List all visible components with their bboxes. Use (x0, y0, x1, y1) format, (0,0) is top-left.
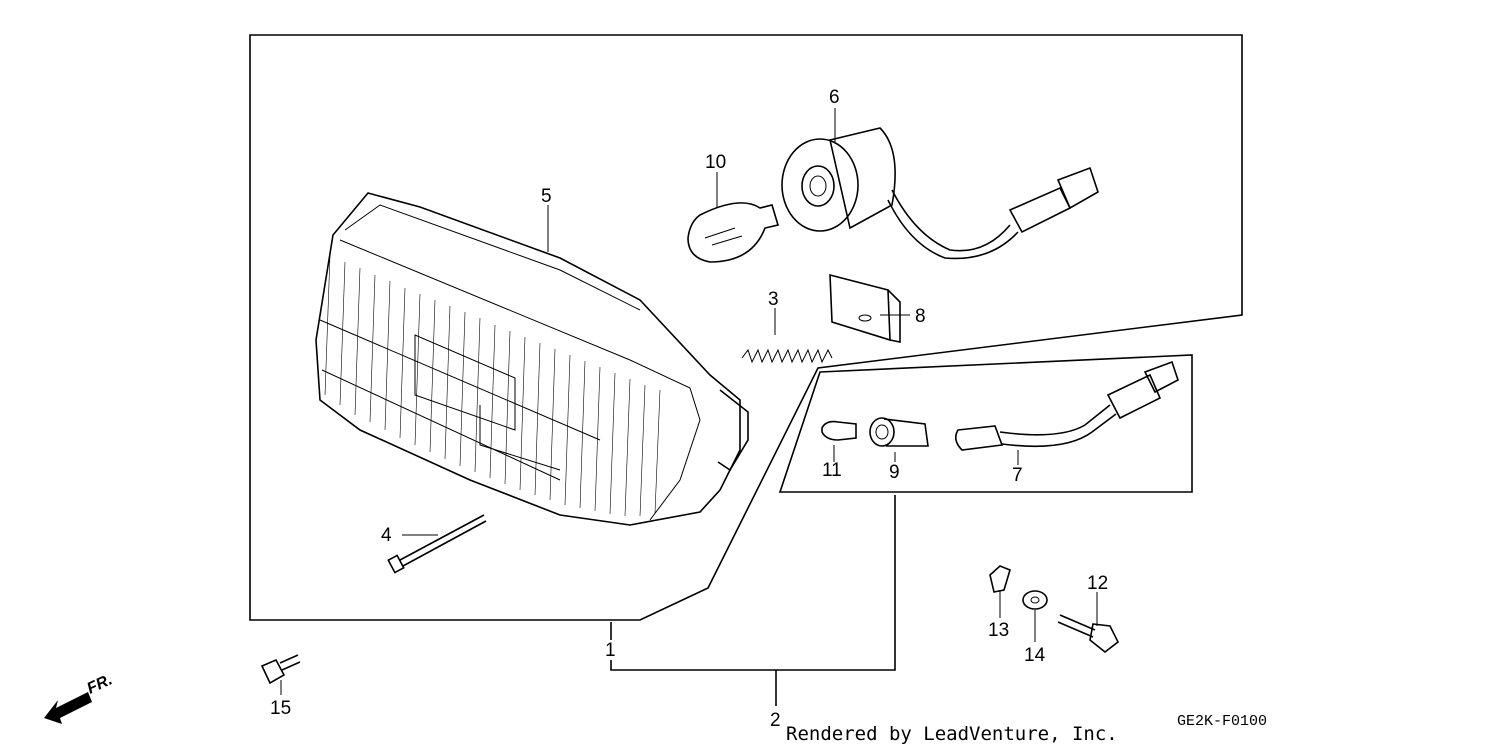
callout-1: 1 (605, 640, 616, 661)
headlight-lens (315, 192, 749, 526)
callout-7: 7 (1012, 465, 1023, 486)
assembly-1-outline (249, 34, 1243, 621)
clip (989, 565, 1011, 593)
callout-2: 2 (770, 710, 781, 731)
callout-12: 12 (1087, 573, 1108, 594)
drawing-code: GE2K-F0100 (1177, 713, 1267, 730)
group-leader-2 (610, 495, 896, 671)
callout-13: 13 (988, 620, 1009, 641)
bulb-socket (781, 127, 1099, 260)
callout-14: 14 (1024, 645, 1046, 666)
callout-4: 4 (381, 525, 392, 546)
position-socket (869, 417, 929, 447)
direction-label: FR. (85, 671, 116, 697)
front-direction-arrow-icon (44, 692, 92, 724)
bolt-12 (1057, 614, 1120, 654)
position-bulb (821, 420, 857, 441)
position-harness (954, 360, 1179, 451)
assembly-2-outline (778, 354, 1193, 493)
callout-5: 5 (541, 186, 552, 207)
credit-text: Rendered by LeadVenture, Inc. (786, 723, 1118, 745)
spring (741, 348, 833, 364)
bolt-15 (260, 654, 301, 685)
callout-6: 6 (829, 87, 840, 108)
leader-lines (280, 108, 1098, 695)
callout-11: 11 (822, 460, 842, 481)
washer (1022, 590, 1048, 610)
callout-3: 3 (768, 289, 779, 310)
bracket-plate (829, 273, 901, 343)
callout-10: 10 (705, 152, 726, 173)
callout-9: 9 (889, 462, 900, 483)
callout-15: 15 (270, 698, 291, 719)
adjusting-screw (387, 514, 487, 574)
callout-8: 8 (915, 306, 926, 327)
headlight-bulb (687, 202, 780, 263)
